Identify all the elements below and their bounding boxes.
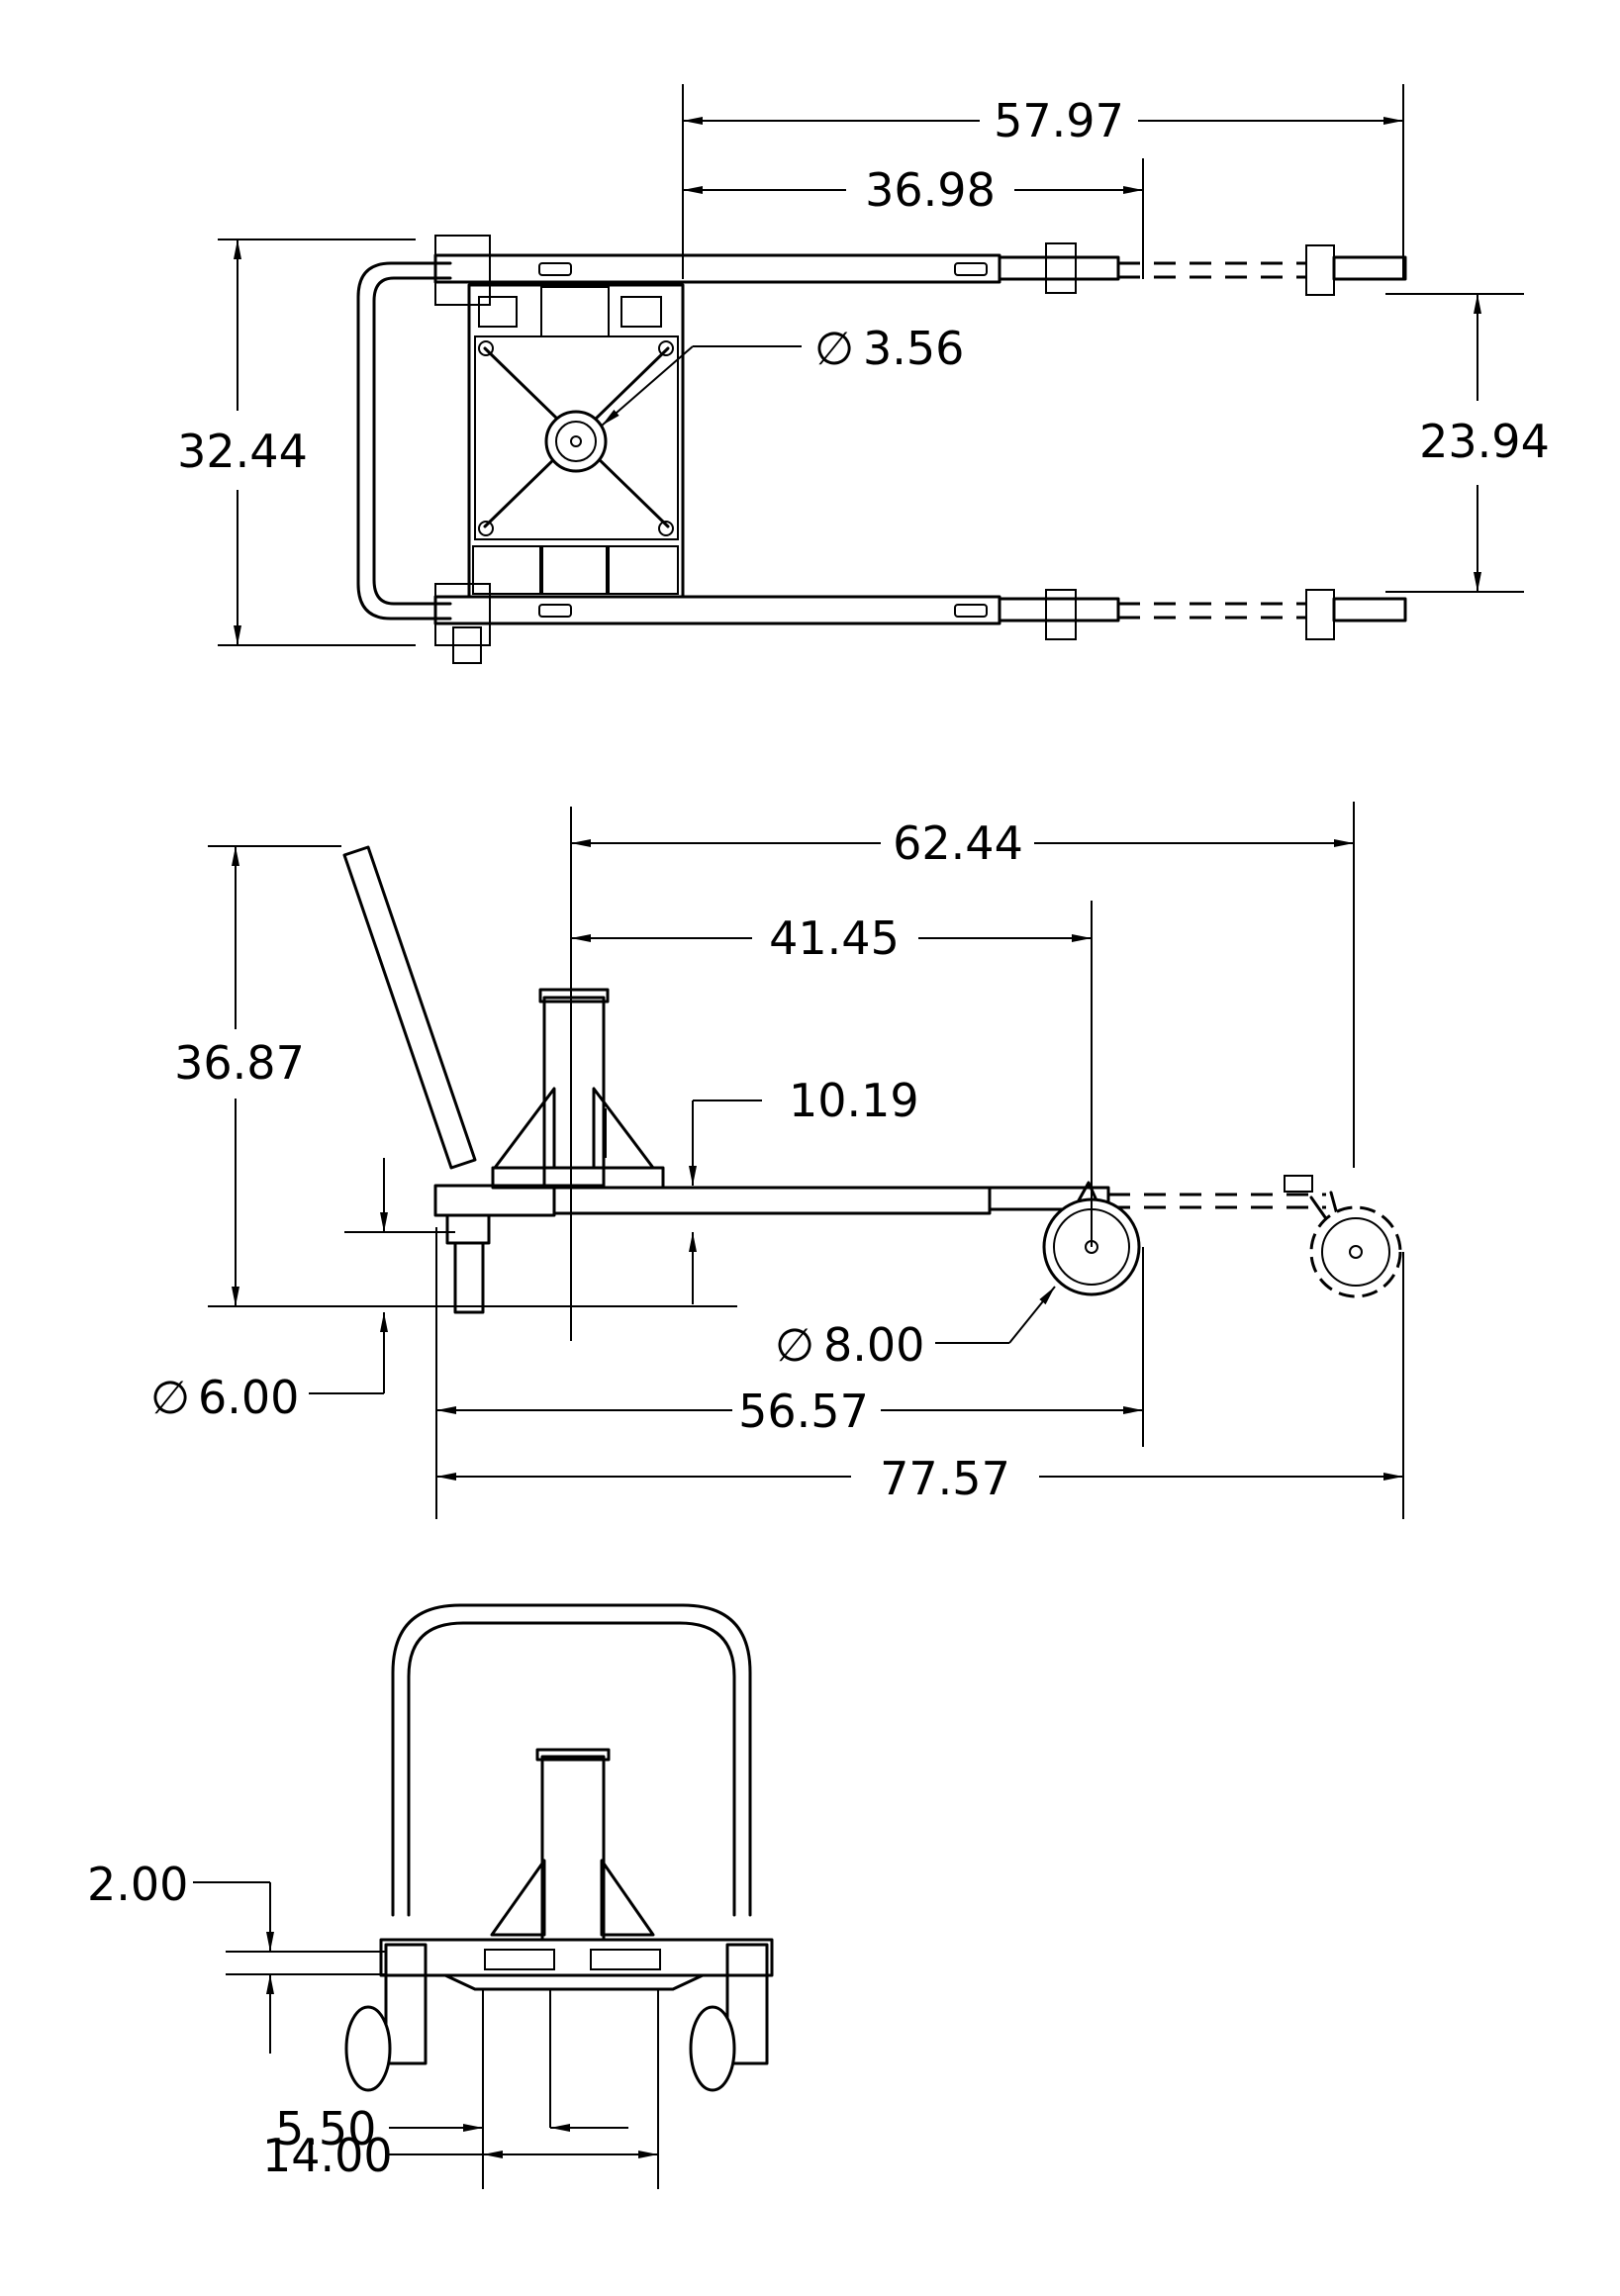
side-caster-symbol: ∅	[775, 1318, 814, 1372]
top-bore-symbol: ∅	[814, 322, 854, 375]
side-front-caster-symbol: ∅	[150, 1371, 190, 1424]
side-caster-diameter-label: 8.00	[823, 1318, 924, 1372]
front-clearance-label: 2.00	[87, 1858, 188, 1911]
top-inner-length-label: 36.98	[865, 163, 996, 217]
front-width-label: 14.00	[262, 2129, 393, 2182]
top-inner-width-label: 23.94	[1419, 415, 1550, 468]
side-offset-label: 10.19	[789, 1074, 919, 1127]
top-bore-diameter-label: 3.56	[863, 322, 964, 375]
side-overall-length-label: 77.57	[880, 1452, 1010, 1505]
side-wheel-base-label: 56.57	[738, 1385, 869, 1438]
side-front-caster-diameter-label: 6.00	[198, 1371, 299, 1424]
top-overall-width-label: 32.44	[177, 425, 308, 478]
front-half-width-label: 5.50	[275, 2102, 376, 2155]
front-view: 2.00 5.50 14.00	[87, 1603, 774, 2189]
top-view: 57.97 36.98 32.44 23.94 ∅ 3.56	[177, 84, 1550, 664]
top-overall-length-label: 57.97	[994, 94, 1124, 147]
side-height-label: 36.87	[174, 1036, 305, 1090]
side-top-length-label: 62.44	[893, 816, 1023, 870]
side-view: 62.44 41.45 10.19 36.87 ∅ 6.00 ∅ 8.00 56…	[150, 802, 1404, 1519]
side-mid-length-label: 41.45	[769, 911, 900, 965]
